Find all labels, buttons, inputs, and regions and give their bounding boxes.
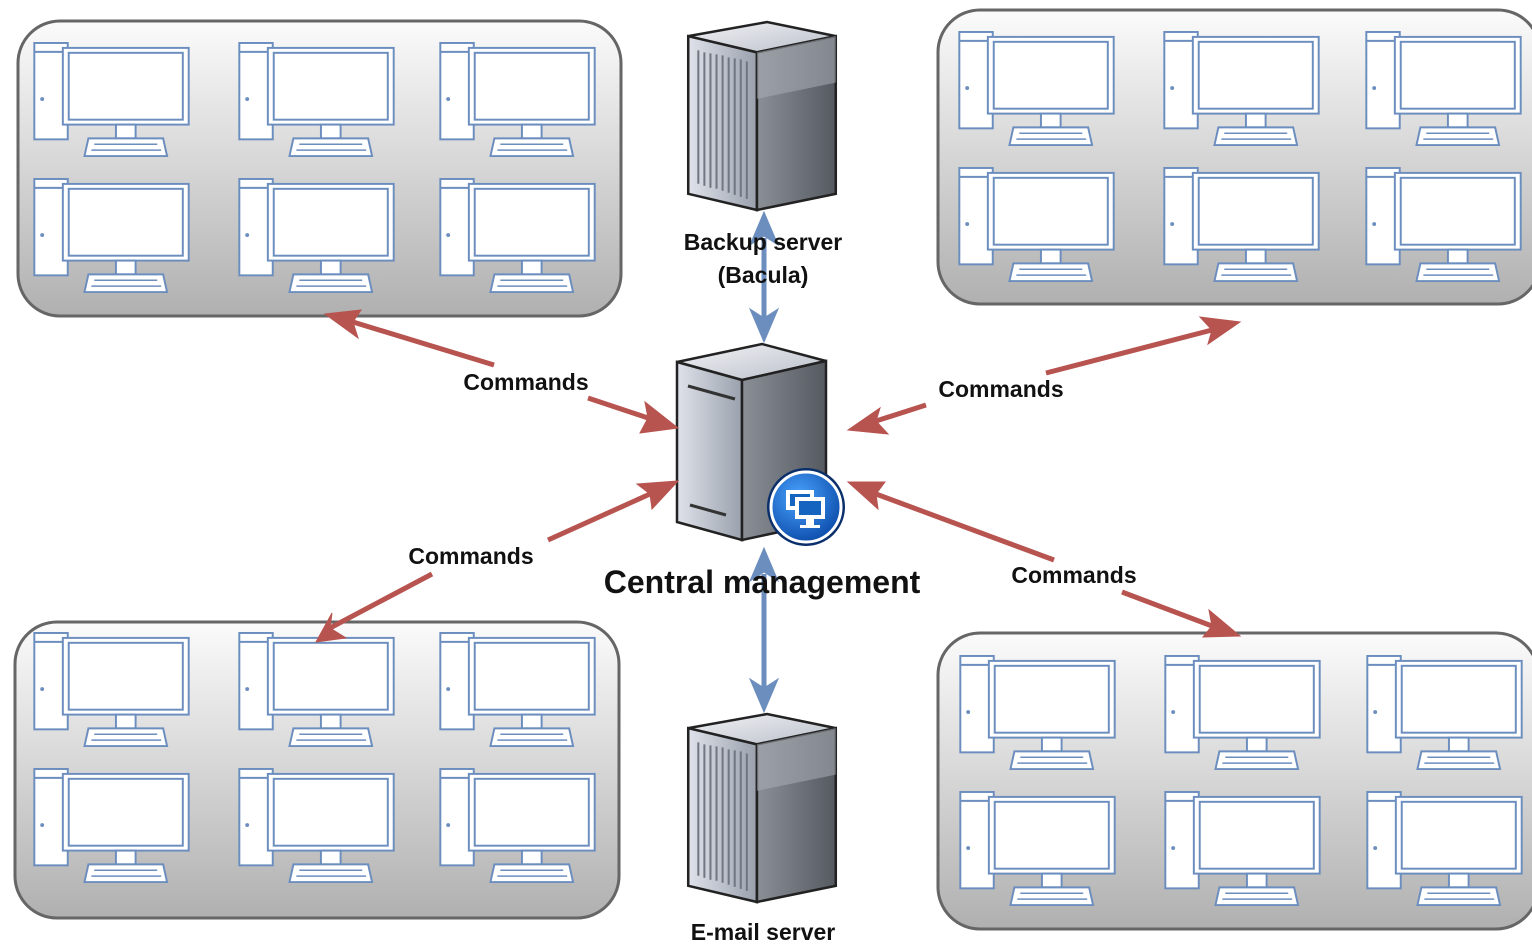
cluster-top-left (16, 19, 623, 318)
backup-server-label: Backup server (684, 229, 843, 255)
central-management-label: Central management (604, 564, 921, 600)
email-server-icon (686, 712, 838, 904)
cluster-top-right (936, 8, 1532, 306)
commands-label-bottom-right: Commands (1011, 562, 1136, 588)
backup-server-sublabel: (Bacula) (718, 262, 809, 288)
cluster-bottom-left (13, 620, 621, 920)
command-arrow-bottom-right (846, 481, 1242, 638)
command-arrow-bottom-left (315, 480, 680, 643)
remote-desktop-badge-icon (767, 468, 845, 546)
backup-server-icon (686, 20, 838, 212)
commands-label-top-right: Commands (938, 376, 1063, 402)
command-arrow-top-left (323, 309, 680, 434)
backup-link-arrow (748, 210, 780, 344)
commands-label-bottom-left: Commands (408, 543, 533, 569)
email-server-label: E-mail server (691, 919, 836, 945)
commands-label-top-left: Commands (463, 369, 588, 395)
cluster-bottom-right (936, 631, 1532, 931)
command-arrow-top-right (846, 316, 1242, 435)
email-link-arrow (748, 546, 780, 714)
